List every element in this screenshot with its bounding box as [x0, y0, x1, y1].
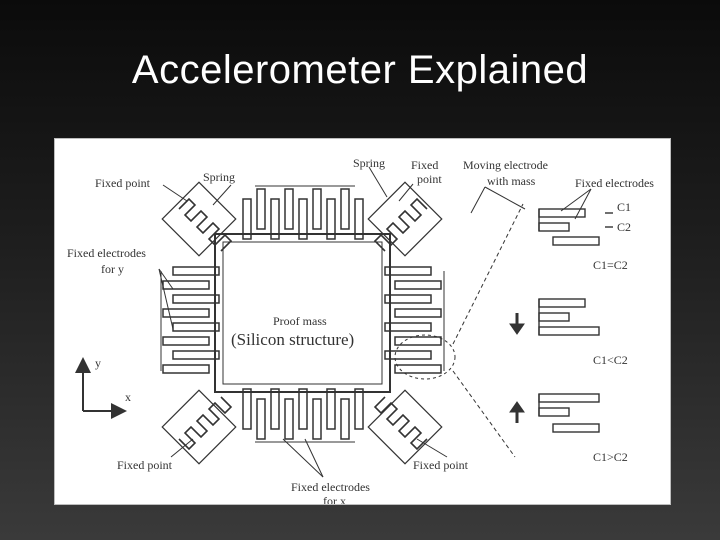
spring-bottom-left [161, 389, 237, 465]
electrode-state-less [538, 298, 600, 336]
comb-top [242, 185, 364, 240]
label-fixed-electrodes-x-1: Fixed electrodes [291, 480, 370, 494]
spring-top-right [367, 181, 443, 257]
label-moving-electrode-2: with mass [487, 174, 536, 188]
label-c2: C2 [617, 220, 631, 234]
label-axis-x: x [125, 390, 131, 404]
label-state-less: C1<C2 [593, 353, 628, 367]
label-state-equal: C1=C2 [593, 258, 628, 272]
label-fixed-point-bottom-left: Fixed point [117, 458, 173, 472]
spring-bottom-right [367, 389, 443, 465]
label-fixed-electrodes-x-2: for x [323, 494, 346, 505]
highlight-ellipse [394, 334, 456, 380]
zoom-line-top [452, 203, 524, 345]
label-spring-left: Spring [203, 170, 235, 184]
comb-right [384, 266, 445, 374]
diagram-svg: Fixed point Spring Spring Fixed point Mo… [67, 156, 654, 505]
comb-left [160, 266, 220, 374]
label-state-greater: C1>C2 [593, 450, 628, 464]
label-fixed-electrodes-y-1: Fixed electrodes [67, 246, 146, 260]
label-fixed-electrodes-right: Fixed electrodes [575, 176, 654, 190]
direction-arrows [509, 313, 525, 423]
label-fixed-point-top-right-2: point [417, 172, 442, 186]
axes [75, 357, 127, 419]
electrode-state-greater [538, 393, 600, 433]
proof-mass-frame [214, 233, 391, 393]
label-proof-mass: Proof mass [273, 314, 327, 328]
spring-top-left [161, 181, 237, 257]
label-moving-electrode-1: Moving electrode [463, 158, 548, 172]
label-c1: C1 [617, 200, 631, 214]
label-fixed-electrodes-y-2: for y [101, 262, 124, 276]
comb-bottom [242, 388, 364, 443]
label-fixed-point-top-right-1: Fixed [411, 158, 438, 172]
label-fixed-point-bottom-right: Fixed point [413, 458, 469, 472]
label-spring-right: Spring [353, 156, 385, 170]
accelerometer-diagram: Fixed point Spring Spring Fixed point Mo… [54, 138, 671, 505]
label-fixed-point-top-left: Fixed point [95, 176, 151, 190]
leader-lines [158, 166, 592, 478]
slide-title: Accelerometer Explained [131, 48, 589, 92]
label-axis-y: y [95, 356, 101, 370]
electrode-state-equal [538, 208, 613, 246]
zoom-line-bottom [452, 370, 516, 458]
label-silicon-structure: (Silicon structure) [231, 330, 354, 349]
